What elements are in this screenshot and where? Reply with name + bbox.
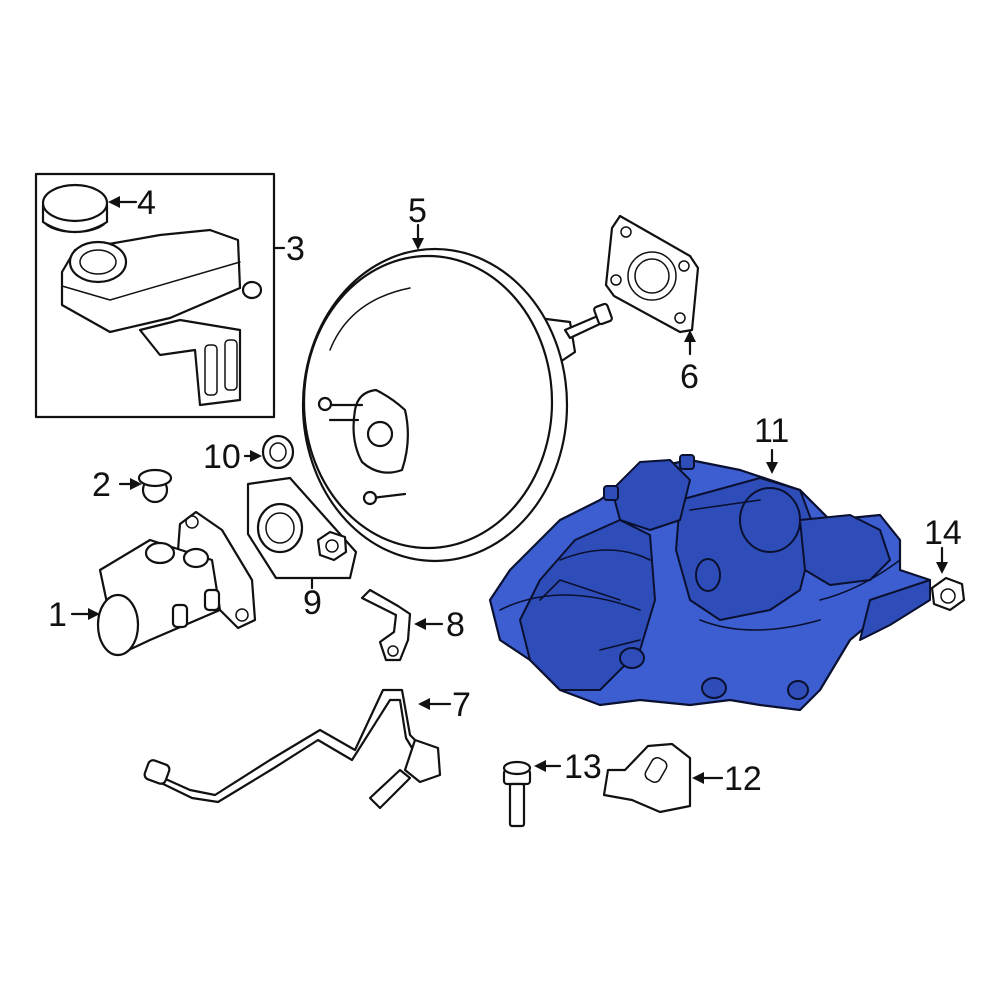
arrow-8 xyxy=(414,618,426,630)
arrow-7 xyxy=(418,698,430,710)
arrow-10 xyxy=(250,450,262,462)
vacuum-hose[interactable] xyxy=(143,688,442,810)
callout-8: 8 xyxy=(446,606,465,644)
seal-kit[interactable] xyxy=(246,476,358,590)
callout-11: 11 xyxy=(754,412,789,450)
arrow-5 xyxy=(412,238,424,250)
callout-9: 9 xyxy=(303,584,322,622)
flange-nut[interactable] xyxy=(930,576,966,612)
mount-bracket[interactable] xyxy=(602,742,692,814)
sensor-bracket[interactable] xyxy=(360,588,412,662)
arrow-11 xyxy=(766,462,778,474)
callout-6: 6 xyxy=(680,358,699,396)
fluid-reservoir[interactable] xyxy=(60,228,263,407)
callout-10: 10 xyxy=(203,438,241,476)
grommet[interactable] xyxy=(261,434,295,470)
master-cylinder[interactable] xyxy=(96,510,257,657)
arrow-6 xyxy=(684,330,696,342)
callout-7: 7 xyxy=(452,686,471,724)
arrow-4 xyxy=(108,196,120,208)
leaders xyxy=(70,196,948,784)
callout-4: 4 xyxy=(137,184,156,222)
callout-2: 2 xyxy=(92,466,111,504)
reservoir-cap[interactable] xyxy=(41,183,109,234)
callout-14: 14 xyxy=(924,514,962,552)
reservoir-plug[interactable] xyxy=(137,468,173,504)
callout-5: 5 xyxy=(408,192,427,230)
brake-booster[interactable] xyxy=(301,247,613,563)
arrow-2 xyxy=(130,478,142,490)
callout-13: 13 xyxy=(564,748,602,786)
callout-1: 1 xyxy=(48,596,67,634)
callout-12: 12 xyxy=(724,760,762,798)
electric-brake-booster[interactable] xyxy=(488,454,932,712)
arrow-12 xyxy=(692,772,704,784)
callout-3: 3 xyxy=(286,230,305,268)
arrow-13 xyxy=(534,760,546,772)
reservoir-group[interactable] xyxy=(34,172,286,419)
booster-gasket[interactable] xyxy=(604,214,700,334)
arrow-1 xyxy=(88,608,100,620)
mounting-bolt[interactable] xyxy=(502,760,532,828)
reservoir-box xyxy=(34,172,276,419)
callout-labels: 1 2 3 4 5 6 7 8 9 10 11 12 13 14 xyxy=(48,184,962,798)
arrow-14 xyxy=(936,562,948,574)
